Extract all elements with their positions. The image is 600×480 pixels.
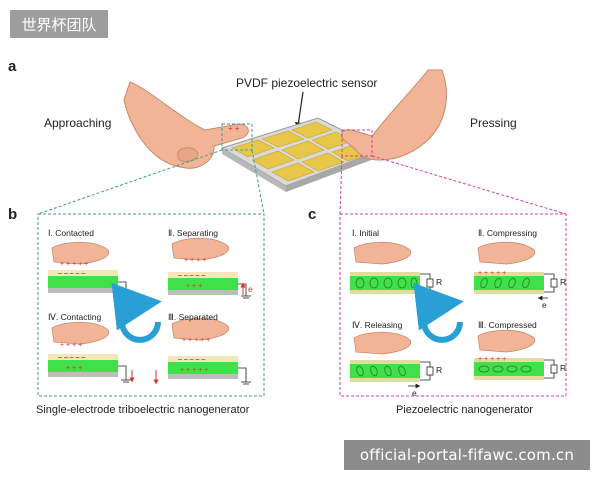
svg-text:+ + +: + + + bbox=[66, 365, 82, 372]
b-step-1-label: Ⅰ. Contacted bbox=[48, 228, 94, 238]
watermark-top: 世界杯团队 bbox=[10, 10, 108, 38]
panel-b-caption: Single-electrode triboelectric nanogener… bbox=[36, 404, 250, 416]
b-cell-contacted: + + + + + – – – – – bbox=[48, 241, 131, 299]
panel-c-letter: c bbox=[308, 206, 317, 223]
svg-text:+ + + + +: + + + + + bbox=[478, 270, 506, 277]
c-cycle-arrow bbox=[413, 282, 464, 343]
c-cell-initial bbox=[350, 241, 434, 294]
b-step-2-label: Ⅱ. Separating bbox=[168, 228, 219, 238]
c-r-label-1: R bbox=[436, 277, 443, 287]
left-highlight-box bbox=[221, 123, 253, 151]
sensor-pointer-arrow bbox=[294, 91, 304, 130]
c-r-label-2: R bbox=[560, 277, 567, 287]
b-cell-contacting: + + + + – – – – – + + + bbox=[48, 321, 135, 383]
panel-c-frame bbox=[339, 213, 567, 397]
svg-text:– – – – –: – – – – – bbox=[178, 272, 205, 279]
approaching-label: Approaching bbox=[44, 116, 112, 130]
panel-a-letter: a bbox=[8, 58, 17, 75]
svg-text:+ + +: + + + bbox=[186, 283, 202, 290]
watermark-bottom: official-portal-fifawc.com.cn bbox=[344, 440, 590, 470]
b-cell-separating: + + + + – – – – – + + + bbox=[168, 237, 251, 299]
svg-text:+ + + + +: + + + + + bbox=[478, 356, 506, 363]
c-electron-label-1: e bbox=[542, 300, 547, 310]
c-r-label-4: R bbox=[560, 363, 567, 373]
panel-b-frame bbox=[37, 213, 265, 397]
right-highlight-box bbox=[341, 129, 373, 157]
svg-text:+ + + +: + + + + bbox=[60, 342, 82, 349]
svg-text:+ + + + +: + + + + + bbox=[182, 337, 210, 344]
c-cell-compressed: + + + + + bbox=[474, 329, 558, 380]
svg-text:– – – – –: – – – – – bbox=[58, 354, 85, 361]
panel-b-letter: b bbox=[8, 206, 18, 223]
svg-text:– – – – –: – – – – – bbox=[58, 270, 85, 277]
right-hand bbox=[341, 69, 447, 161]
svg-text:– – – – –: – – – – – bbox=[178, 356, 205, 363]
b-electron-label: e bbox=[248, 284, 253, 294]
c-electron-label-2: e bbox=[412, 388, 417, 398]
pressing-label: Pressing bbox=[470, 116, 517, 130]
svg-text:+ + + +: + + + + bbox=[184, 257, 206, 264]
c-step-3-label: Ⅲ. Compressed bbox=[478, 320, 537, 330]
left-hand-charges: + + bbox=[228, 124, 240, 133]
b-cell-separated: + + + + + – – – – – + + + + + bbox=[168, 317, 251, 385]
panel-c-caption: Piezoelectric nanogenerator bbox=[396, 404, 533, 416]
svg-text:+ + + + +: + + + + + bbox=[60, 261, 88, 268]
svg-text:+ + + + +: + + + + + bbox=[180, 367, 208, 374]
c-step-4-label: Ⅳ. Releasing bbox=[352, 320, 403, 330]
c-step-2-label: Ⅱ. Compressing bbox=[478, 228, 537, 238]
b-step-3-label: Ⅲ. Separated bbox=[168, 312, 218, 322]
b-cycle-arrow bbox=[111, 282, 162, 343]
c-r-label-3: R bbox=[436, 365, 443, 375]
c-cell-releasing bbox=[350, 331, 434, 389]
left-hand bbox=[123, 81, 249, 169]
c-cell-compressing: + + + + + bbox=[474, 241, 558, 301]
c-step-1-label: Ⅰ. Initial bbox=[352, 228, 380, 238]
b-step-4-label: Ⅳ. Contacting bbox=[48, 312, 102, 322]
sensor-label: PVDF piezoelectric sensor bbox=[236, 76, 378, 90]
